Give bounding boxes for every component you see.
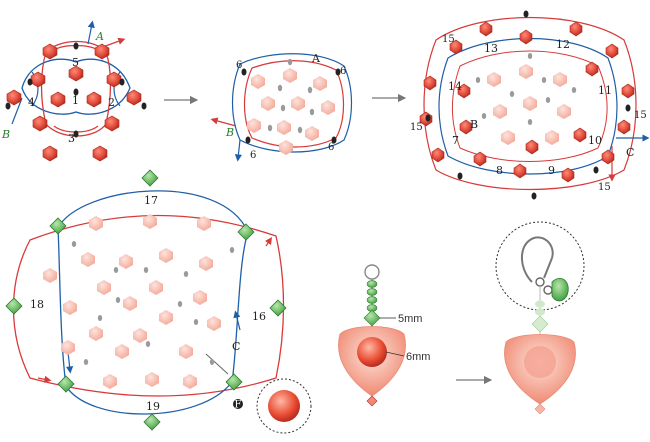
red-bead	[86, 91, 102, 108]
step-3-outer-label: 15	[634, 110, 647, 121]
step-5-diagram: 5mm 6mm	[338, 264, 430, 407]
step-3-red-beads	[419, 21, 635, 183]
step-4-end-marker	[233, 399, 243, 409]
step-4-grey-seeds	[71, 241, 235, 365]
step-4-end-letter: F	[235, 400, 242, 411]
step-3-number: 11	[598, 84, 612, 97]
step-1-number: 5	[72, 56, 79, 69]
step-4-diagram: 17 18 16 19 C F	[5, 169, 312, 434]
red-bead	[6, 89, 22, 106]
red-bead	[92, 145, 108, 162]
green-leaf-bead	[551, 278, 569, 302]
step-3-number: 8	[496, 164, 503, 177]
step-2-black-seeds	[241, 68, 341, 144]
red-bead	[42, 145, 58, 162]
detail-circle	[256, 378, 312, 434]
step-2-seed-label: 6	[328, 142, 334, 153]
step-2-end-letter: B	[225, 126, 234, 139]
step-1-diagram: 5 1 2 3 4 A B	[1, 20, 147, 162]
jump-ring	[364, 264, 380, 280]
step-4-green-beads	[5, 169, 287, 431]
step-3-end-letter: C	[626, 146, 634, 159]
step-1-seed-beads	[5, 42, 147, 138]
step-2-grey-seeds	[267, 58, 315, 134]
red-bead	[94, 43, 110, 60]
step-3-number: 12	[556, 38, 570, 51]
step-1-start-letter: A	[95, 30, 104, 43]
step-4-start-letter: C	[232, 340, 240, 353]
step-4-number: 18	[30, 298, 44, 311]
step-1-number: 4	[28, 96, 35, 109]
step-3-outer-label: 15	[598, 182, 611, 193]
step-2-pink-beads	[247, 68, 335, 155]
red-bead	[42, 43, 58, 60]
step-3-start-letter: B	[470, 118, 478, 131]
red-bead	[30, 71, 46, 88]
step-3-number: 14	[448, 80, 462, 93]
step-2-seed-label: 6	[236, 60, 242, 71]
step-4-number: 19	[146, 400, 160, 413]
step-4-number: 16	[252, 310, 266, 323]
step-1-end-letter: B	[1, 128, 10, 141]
step-1-number: 2	[108, 96, 115, 109]
red-bead	[104, 115, 120, 132]
step-3-number: 9	[548, 164, 555, 177]
step-1-number: 3	[68, 132, 75, 145]
size-label-6mm: 6mm	[406, 351, 430, 363]
step-1-number: 1	[72, 94, 79, 107]
step-3-black-seeds	[425, 10, 631, 200]
step-3-outer-label: 15	[410, 122, 423, 133]
red-bead	[50, 91, 66, 108]
pearl-bead	[268, 390, 300, 422]
red-bead	[32, 115, 48, 132]
step-2-seed-label: 6	[340, 66, 346, 77]
step-2-diagram: 6 6 6 6 A B	[210, 52, 353, 162]
ear-wire	[521, 236, 554, 283]
final-earring	[495, 221, 585, 415]
pearl-bead	[357, 337, 387, 367]
step-3-number: 7	[452, 134, 459, 147]
red-bead	[126, 89, 142, 106]
red-bead	[106, 71, 122, 88]
step-3-diagram: 13 12 14 11 7 8 9 10 15 15 15 15 B C	[410, 10, 650, 200]
step-4-pink-beads	[43, 214, 221, 389]
step-2-start-letter: A	[311, 52, 321, 65]
size-label-5mm: 5mm	[398, 313, 422, 325]
red-bead	[68, 65, 84, 82]
step-4-number: 17	[144, 194, 158, 207]
step-3-outer-label: 15	[442, 34, 455, 45]
step-2-seed-label: 6	[250, 150, 256, 161]
step-3-number: 13	[484, 42, 498, 55]
step-3-number: 10	[588, 134, 602, 147]
step-3-grey-seeds	[475, 53, 577, 125]
step-3-pink-beads	[487, 64, 571, 145]
step-1-red-beads	[6, 43, 142, 162]
